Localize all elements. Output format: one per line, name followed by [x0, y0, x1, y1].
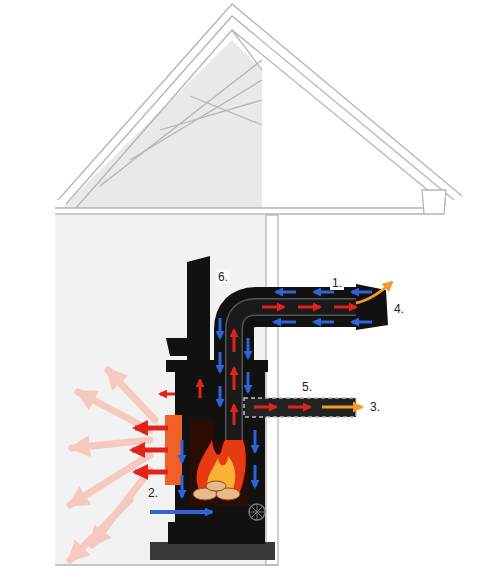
vent-pipe-inner: [234, 307, 372, 440]
callout-number: 1.: [330, 276, 344, 290]
roof: [58, 4, 462, 208]
callout-number: 6.: [216, 270, 230, 284]
hearth: [150, 542, 275, 560]
top-knob: [166, 338, 192, 356]
callout-number: 5.: [300, 380, 314, 394]
callout-number: 4.: [392, 302, 406, 316]
logs: [193, 481, 240, 500]
exhaust-exit: [322, 282, 392, 407]
radiant-heat: [70, 370, 155, 560]
room-interior: [55, 215, 266, 565]
intake-flow: [150, 292, 372, 512]
callout-number: 2.: [146, 486, 160, 500]
air-wheel-spokes: [249, 504, 265, 520]
convection-heat: [132, 394, 175, 472]
floor-line: [55, 564, 278, 565]
vent-pipe-liner: [234, 307, 372, 440]
house-wall: [266, 215, 278, 565]
soffit: [55, 208, 424, 214]
vent-pipe-outer: [234, 307, 372, 440]
callout-number: 3.: [368, 400, 382, 414]
air-wheel: [249, 504, 265, 520]
gutter: [422, 190, 446, 214]
